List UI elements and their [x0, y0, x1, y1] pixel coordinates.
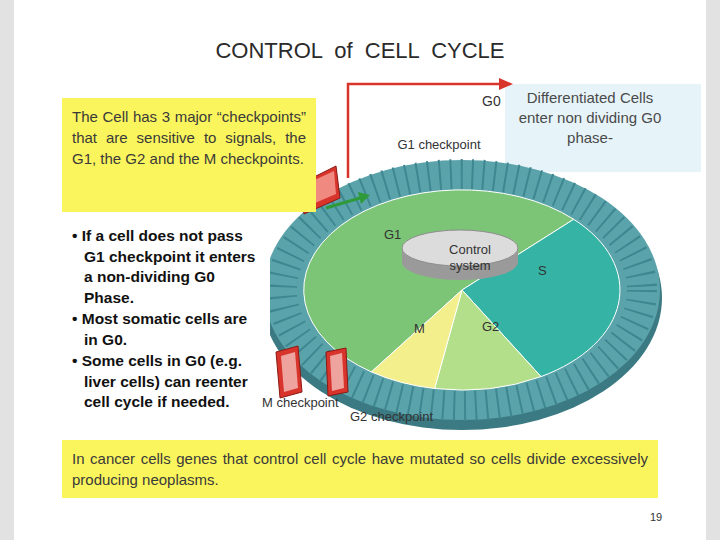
g0-label: G0	[482, 92, 512, 111]
checkpoint-label: G1 checkpoint	[396, 136, 482, 154]
g0-exit-arrow	[348, 84, 500, 178]
m-sector	[371, 290, 462, 389]
disk-label: Control system	[434, 242, 506, 274]
progress-arrow	[326, 198, 360, 208]
bullet-box: • If a cell does not pass G1 checkpoint …	[62, 220, 270, 436]
wheel-base	[262, 166, 662, 430]
g2-checkpoint-gate	[326, 348, 348, 396]
phase-label: M	[414, 320, 434, 338]
gate-highlight	[281, 352, 298, 392]
checkpoint-label: G2 checkpoint	[350, 408, 460, 426]
arrow-head	[499, 78, 513, 90]
note-text: In cancer cells genes that control cell …	[72, 448, 648, 490]
note-panel	[505, 84, 701, 172]
checkpoint-note-box: The Cell has 3 major “checkpoints” that …	[62, 98, 316, 212]
differentiated-note: Differentiated Cells enter non dividing …	[512, 88, 668, 148]
m-checkpoint-gate	[276, 346, 302, 398]
gate-highlight	[330, 353, 344, 391]
ring-ticks	[282, 174, 642, 406]
outer-ring	[264, 160, 660, 420]
control-system-disk: Control system	[400, 226, 520, 288]
phase-label: S	[538, 262, 558, 280]
slide-title: CONTROL of CELL CYCLE	[0, 38, 720, 64]
phase-label: G2	[482, 318, 512, 336]
phase-label: G1	[384, 226, 414, 244]
cancer-note-box: In cancer cells genes that control cell …	[62, 440, 658, 498]
bullet-text: • Most somatic cells are in G0.	[70, 309, 264, 350]
bullet-text: • If a cell does not pass G1 checkpoint …	[70, 226, 264, 308]
page-number: 19	[650, 510, 680, 525]
note-text: The Cell has 3 major “checkpoints” that …	[72, 106, 306, 169]
arrow-head	[358, 192, 370, 204]
edge-strip	[706, 0, 720, 540]
bullet-text: • Some cells in G0 (e.g. liver cells) ca…	[70, 351, 264, 413]
edge-strip	[0, 0, 14, 540]
